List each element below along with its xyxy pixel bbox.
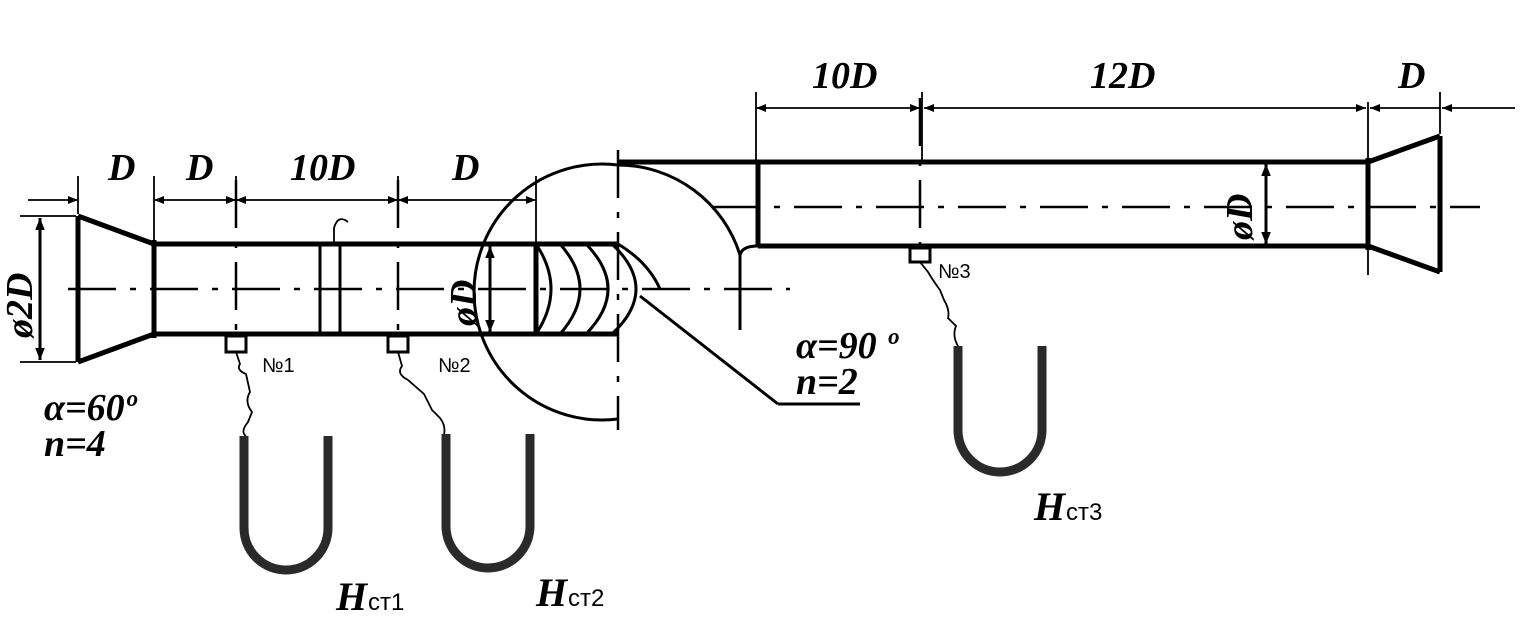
manometer-3-sub: ст3 (1066, 499, 1102, 526)
pipe2-diameter-dimension: øD (1219, 164, 1271, 244)
elbow-segments (534, 242, 662, 336)
dim-label-10d: 10D (290, 147, 355, 189)
center-lines (68, 98, 1480, 430)
elbow-note: α=90 º n=2 (639, 294, 899, 406)
dim-label-inlet-diameter: ø2D (0, 273, 41, 339)
sensor-1-label: №1 (262, 355, 295, 377)
dim-label-d3: D (451, 147, 479, 189)
dim-label-d1: D (107, 147, 135, 189)
sensor-1: №1 (224, 334, 295, 437)
sensor-2: №2 (386, 334, 471, 435)
inlet-diameter-dimension: ø2D (0, 215, 76, 363)
upper-pipe (618, 158, 1371, 250)
outlet-diffuser (1367, 133, 1443, 275)
dim-label-top-d: D (1397, 55, 1425, 97)
manometer-3-letter: H (1033, 484, 1067, 529)
manometer-1-letter: H (335, 574, 369, 619)
manometer-1: H ст1 (239, 436, 404, 619)
dim-label-top-10d: 10D (812, 55, 877, 97)
manometer-2-sub: ст2 (568, 585, 604, 612)
diffuser-note: α=60º n=4 (44, 387, 138, 465)
top-dimension-chain: 10D 12D D (755, 55, 1515, 160)
left-dimension-chain: D D 10D D (28, 147, 537, 242)
elbow-circle (472, 162, 759, 422)
sensor-3-label: №3 (938, 261, 971, 283)
diffuser-n: n=4 (44, 423, 106, 465)
manometer-1-sub: ст1 (368, 589, 404, 616)
manometer-2: H ст2 (441, 434, 604, 615)
manometer-2-letter: H (535, 570, 569, 615)
elbow-n: n=2 (796, 361, 858, 403)
sensor-3: №3 (908, 246, 971, 347)
dim-label-pipe1-diameter: øD (443, 280, 485, 327)
diffuser-alpha: α=60º (44, 387, 138, 429)
orifice-plate (318, 218, 349, 334)
dim-label-top-12d: 12D (1090, 55, 1155, 97)
dim-label-d2: D (185, 147, 213, 189)
sensor-2-label: №2 (438, 355, 471, 377)
lower-pipe (151, 240, 618, 338)
pipe1-diameter-dimension: øD (443, 246, 495, 332)
dim-label-pipe2-diameter: øD (1219, 194, 1261, 241)
manometer-3: H ст3 (953, 346, 1102, 529)
elbow-alpha: α=90 º (796, 325, 899, 367)
